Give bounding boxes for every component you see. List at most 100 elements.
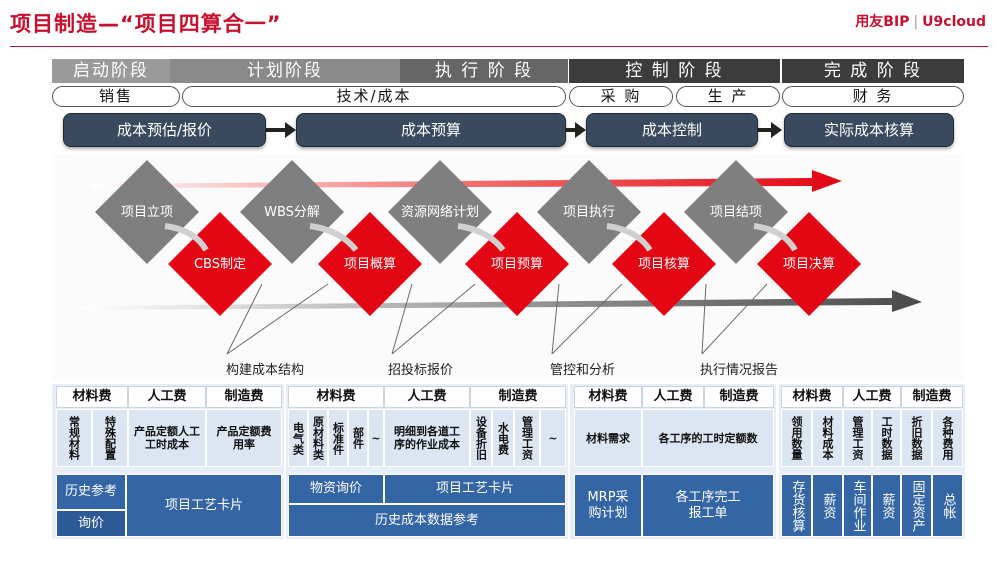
p3-cell: 各工序的工时定额数 (642, 409, 774, 467)
stage-label-red: 项目概算 (343, 256, 396, 272)
p1-cell: 产品定额费用率 (206, 409, 282, 467)
p3-cell-text: 各工序的工时定额数 (658, 431, 758, 445)
stem-line (226, 283, 263, 355)
p4-overhead-header: 制造费 (901, 386, 963, 408)
stage-diamond-gray (684, 160, 788, 264)
p2-cell-text: ~ (371, 431, 381, 445)
p2-cell-text: 原材料类 (311, 416, 325, 460)
p1-cell: 产品定额人工工时成本 (128, 409, 206, 467)
p2-cell-text: 标准件 (331, 421, 345, 455)
label-build-structure: 构建成本结构 (226, 363, 305, 378)
p2-cell: 设备折旧 (470, 409, 492, 467)
panel-control: 材料费 人工费 制造费 材料需求 各工序的工时定额数 MRP采购计划 各工序完工… (570, 384, 776, 539)
stage-connector-arrow (457, 223, 506, 252)
p4-cell: 领用数量 (781, 409, 812, 467)
p2-cell-text: 电气类 (291, 421, 305, 455)
flow-actual: 实际成本核算 (784, 113, 954, 147)
stem-line (701, 283, 707, 355)
p4-cell-text: 工时数据 (880, 416, 893, 460)
p2-cell: ~ (368, 409, 384, 467)
stage-diamond-gray (537, 160, 641, 264)
p4-bottom-text: 薪资 (879, 492, 895, 519)
p4-cell: 管理工资 (843, 409, 872, 467)
p2-process-card: 项目工艺卡片 (384, 474, 566, 504)
stage-connector-arrow (309, 223, 359, 252)
stage-label-top: 项目执行 (562, 204, 615, 220)
p1-overhead-header: 制造费 (206, 386, 282, 408)
p2-cell-text: 设备折旧 (474, 416, 488, 460)
logo-sub: U9cloud (922, 14, 986, 30)
stage-label-top: 项目立项 (120, 204, 173, 220)
p4-bottom-text: 固定资产 (909, 479, 925, 532)
p4-bottom-cell: 总帐 (932, 474, 963, 537)
p2-cell-text: ~ (548, 431, 558, 445)
p2-cell-text: 管理工资 (520, 416, 534, 460)
p2-cell: 原材料类 (308, 409, 328, 467)
p4-bottom-cell: 存货核算 (781, 474, 812, 537)
p1-cell-text: 特殊配置 (103, 416, 117, 460)
p1-cell-text: 产品定额费用率 (216, 425, 272, 451)
p3-labor-header: 人工费 (642, 386, 704, 408)
flow-arrow-3 (758, 128, 772, 132)
stage-connector-arrow (164, 223, 209, 252)
p2-cell: 管理工资 (514, 409, 540, 467)
flow-arrow-2 (566, 128, 576, 132)
dept-purchase: 采 购 (569, 86, 673, 107)
p4-bottom-text: 薪资 (820, 492, 836, 519)
p2-cell: ~ (540, 409, 566, 467)
stage-label-top: 项目结项 (709, 204, 762, 220)
stem-line (391, 283, 413, 355)
dept-finance: 财 务 (782, 86, 964, 107)
p2-cell: 标准件 (328, 409, 348, 467)
label-report: 执行情况报告 (700, 363, 779, 378)
panel-actual: 材料费 人工费 制造费 领用数量 材料成本 管理工资 工时数据 折旧数据 各种费… (779, 384, 965, 539)
p3-cell: 材料需求 (574, 409, 642, 467)
p2-cell: 水电费 (492, 409, 514, 467)
flow-arrow-1 (266, 128, 286, 132)
p4-cell: 折旧数据 (901, 409, 932, 467)
p1-cell-text: 产品定额人工工时成本 (134, 425, 200, 451)
p1-cell-text: 常规材料 (67, 416, 81, 460)
flow-control: 成本控制 (586, 113, 758, 147)
p2-material-inquiry: 物资询价 (288, 474, 384, 504)
flow-arrowhead-2 (575, 122, 586, 138)
stage-connector-arrow (753, 223, 798, 252)
stage-diamond-gray (240, 160, 344, 264)
p3-mrp-plan: MRP采购计划 (574, 474, 642, 537)
p2-cell: 部件 (348, 409, 368, 467)
p1-process-card: 项目工艺卡片 (126, 474, 282, 537)
p2-material-header: 材料费 (288, 386, 384, 408)
p4-bottom-cell: 车间作业 (843, 474, 872, 537)
p4-bottom-cell: 薪资 (872, 474, 901, 537)
p4-cell-text: 材料成本 (821, 416, 834, 460)
phase-start: 启动阶段 (52, 59, 170, 83)
p2-cell-text: 水电费 (496, 421, 510, 455)
page-title: 项目制造—“项目四算合一” (10, 12, 282, 36)
p1-material-header: 材料费 (56, 386, 128, 408)
phase-execute: 执 行 阶 段 (400, 59, 568, 83)
stage-label-top: WBS分解 (264, 204, 320, 220)
p2-labor-header: 人工费 (384, 386, 470, 408)
stage-label-red: 项目核算 (637, 256, 690, 272)
p1-history-ref: 历史参考 (56, 474, 126, 510)
logo-main: 用友BIP (855, 14, 910, 30)
flow-arrowhead-3 (771, 122, 782, 138)
p3-overhead-header: 制造费 (704, 386, 774, 408)
stem-line (391, 283, 476, 355)
dept-tech-cost: 技术/成本 (182, 86, 566, 107)
header-divider (10, 46, 988, 47)
stem-line (551, 283, 560, 355)
p4-cell-text: 管理工资 (851, 416, 864, 460)
panel-budget: 材料费 人工费 制造费 电气类 原材料类 标准件 部件 ~ 明细到各道工序的作业… (286, 384, 568, 539)
p4-bottom-text: 总帐 (940, 492, 956, 519)
p2-cell-text: 明细到各道工序的作业成本 (394, 425, 460, 451)
panel-estimate: 材料费 人工费 制造费 常规材料 特殊配置 产品定额人工工时成本 产品定额费用率… (52, 384, 284, 539)
flow-arrowhead-1 (285, 122, 296, 138)
p1-inquiry: 询价 (56, 510, 126, 537)
p4-bottom-cell: 薪资 (812, 474, 843, 537)
dept-production: 生 产 (676, 86, 780, 107)
p2-cell-text: 部件 (351, 427, 365, 449)
brand-logo: 用友BIP|U9cloud (855, 14, 986, 30)
p4-cell-text: 折旧数据 (910, 416, 923, 460)
